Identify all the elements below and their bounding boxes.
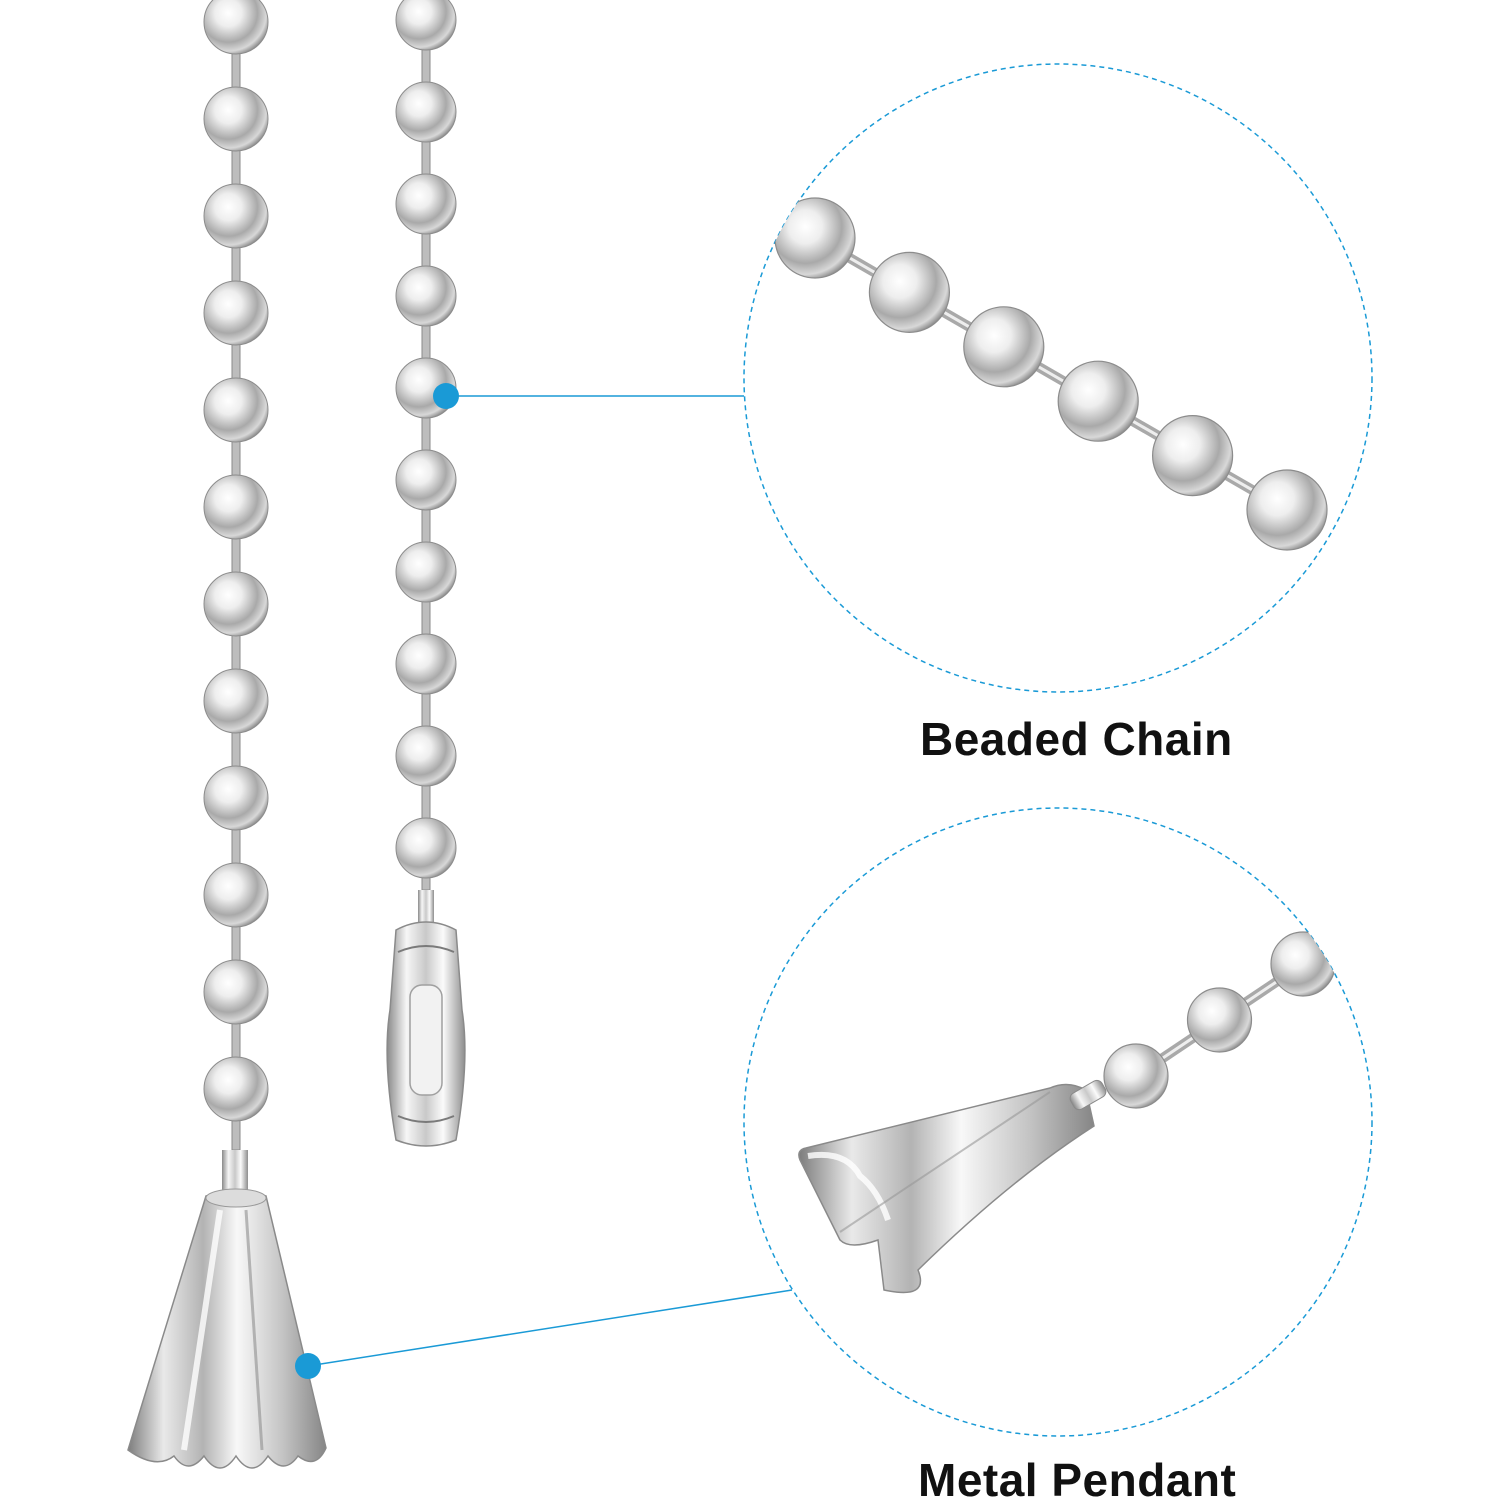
zoom-chain-bead [1246,469,1328,551]
right-beaded-chain [395,0,457,891]
caption-metal-pendant: Metal Pendant [918,1454,1237,1506]
chain-bead [203,474,269,540]
zoom-circle-pendant [743,807,1373,1437]
chain-bead [395,0,457,51]
zoom-chain-bead [1057,360,1139,442]
chain-bead [203,0,269,55]
chain-bead [203,1056,269,1122]
zoom-chain-bead [868,251,951,333]
bell-pendant [127,1150,327,1469]
chain-bead [395,817,457,879]
chain-bead [203,959,269,1025]
chain-bead [203,86,269,152]
callout-dot-chain [433,383,459,409]
zoom-chain-bead [1151,415,1234,497]
zoom-chain-bead [774,197,856,279]
left-beaded-chain [203,0,269,1151]
zoom-pendant-bead [1270,931,1336,997]
chain-bead [395,265,457,327]
chain-bead [395,449,457,511]
zoom-chain-bead [963,306,1045,388]
zoom-pendant-bead [1186,987,1253,1053]
chain-bead [203,765,269,831]
chain-bead [395,81,457,143]
chain-connector-clasp [386,890,466,1147]
caption-beaded-chain: Beaded Chain [920,713,1233,765]
zoom-circle-chain [743,63,1373,693]
chain-bead [395,633,457,695]
chain-bead [395,725,457,787]
chain-bead [203,571,269,637]
chain-bead [203,377,269,443]
chain-bead [203,668,269,734]
callout-dot-pendant [295,1353,321,1379]
chain-bead [203,280,269,346]
chain-bead [203,183,269,249]
chain-bead [203,862,269,928]
chain-bead [395,541,457,603]
chain-bead [395,173,457,235]
zoom-pendant-bead [1103,1043,1169,1109]
callout-leader-pendant [295,1289,793,1379]
callout-leader-chain [433,383,744,409]
